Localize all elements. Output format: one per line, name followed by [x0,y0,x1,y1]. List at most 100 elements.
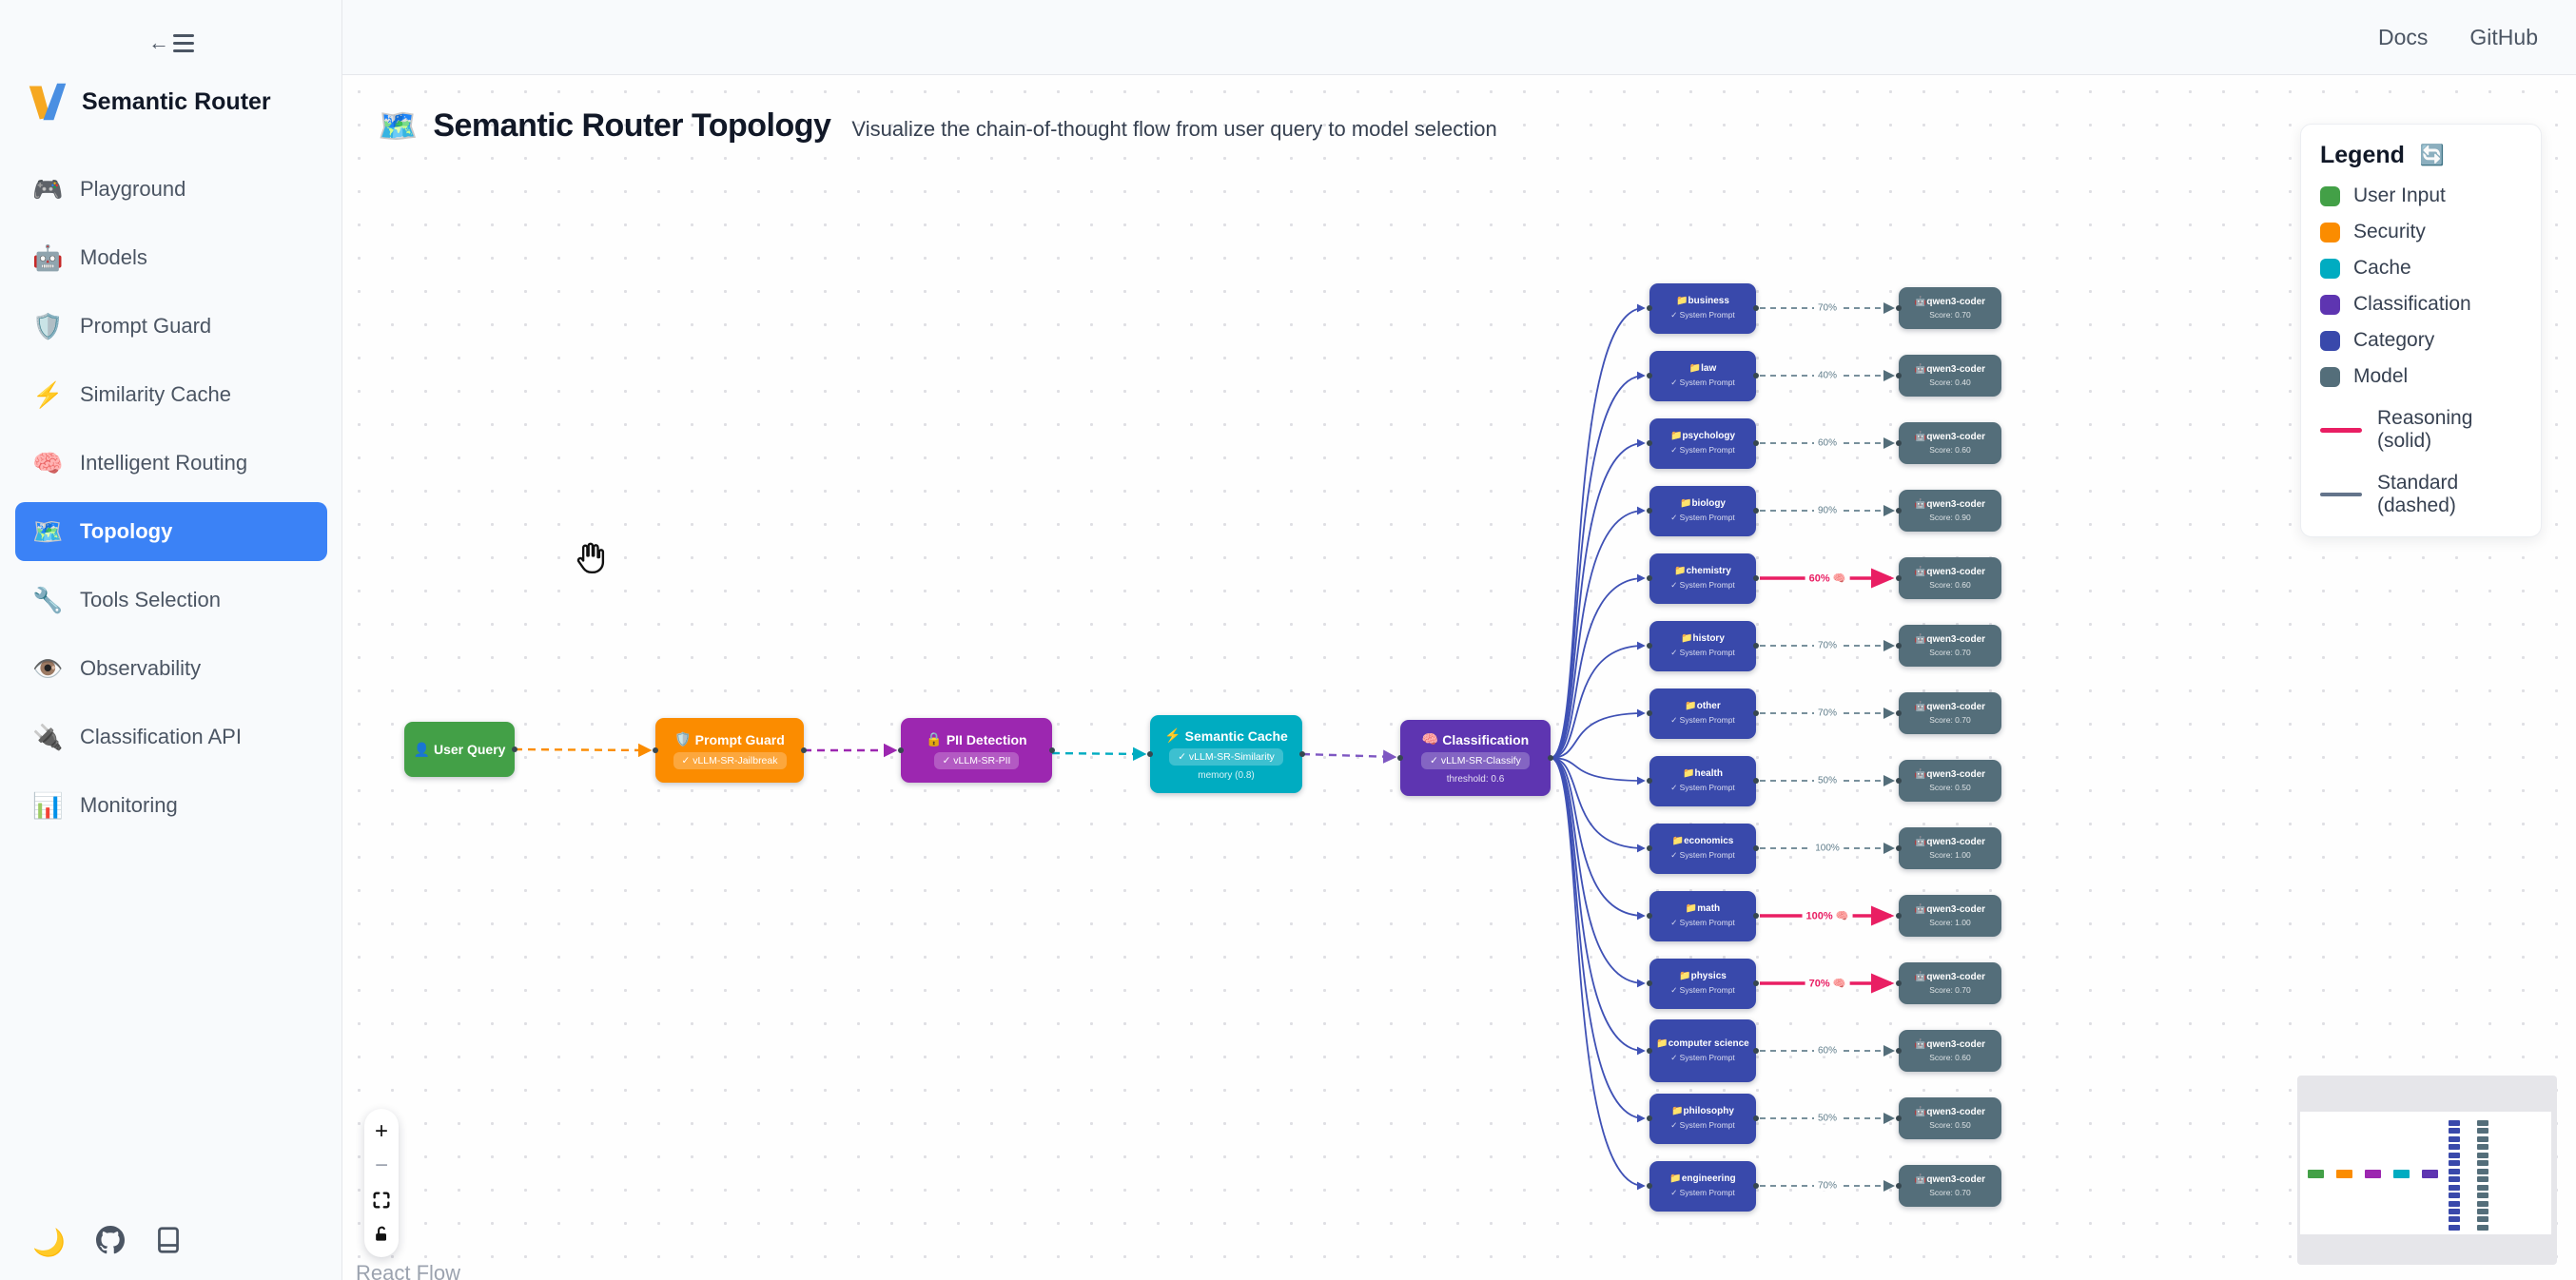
category-name: chemistry [1686,565,1731,576]
minimap-model-node [2477,1160,2488,1167]
zoom-out-button[interactable]: − [364,1149,399,1183]
node-category-engineering[interactable]: 📁engineering✓ System Prompt [1647,1160,1759,1212]
model-badge: ✓ vLLM-SR-PII [933,752,1020,769]
model-title: 🤖qwen3-coder [1915,499,1985,510]
fit-view-button[interactable] [364,1183,399,1217]
sidebar-item-monitoring[interactable]: 📊Monitoring [15,776,327,835]
system-prompt-label: ✓ System Prompt [1670,1053,1735,1063]
model-name: qwen3-coder [1926,972,1986,982]
docs-link[interactable]: Docs [2378,24,2429,49]
right-handle [1753,643,1759,649]
node-category-economics[interactable]: 📁economics✓ System Prompt [1647,823,1759,874]
legend-color-chip [2320,222,2340,242]
legend-item-user-input: User Input [2320,184,2522,207]
node-title: 👤User Query [414,742,506,758]
node-category-health[interactable]: 📁health✓ System Prompt [1647,755,1759,806]
left-handle [1896,508,1902,514]
node-category-chemistry[interactable]: 📁chemistry✓ System Prompt [1647,553,1759,604]
robot-icon: 🤖 [1914,837,1927,847]
system-prompt-label: ✓ System Prompt [1670,378,1735,388]
right-handle [1753,778,1759,784]
edge-percent-label: 100% 🧠 [1802,909,1853,922]
collapse-arrow-icon: ← [148,30,169,54]
sidebar-item-playground[interactable]: 🎮Playground [15,160,327,219]
sidebar-item-intelligent-routing[interactable]: 🧠Intelligent Routing [15,434,327,493]
sidebar-item-classification-api[interactable]: 🔌Classification API [15,708,327,766]
moon-icon: 🌙 [32,1227,66,1257]
lock-button[interactable] [364,1217,399,1251]
left-handle [1896,440,1902,446]
right-handle [1753,373,1759,378]
model-name: qwen3-coder [1926,1039,1986,1050]
zoom-in-button[interactable]: + [364,1115,399,1149]
node-category-psychology[interactable]: 📁psychology✓ System Prompt [1647,417,1759,469]
minimap-category-node [2449,1216,2460,1223]
refresh-icon[interactable]: 🔄 [2419,144,2446,166]
node-category-physics[interactable]: 📁physics✓ System Prompt [1647,958,1759,1009]
sidebar-item-tools-selection[interactable]: 🔧Tools Selection [15,571,327,630]
category-name: psychology [1682,430,1736,441]
node-pii-detection[interactable]: 🔒PII Detection ✓ vLLM-SR-PII [898,718,1055,783]
node-category-business[interactable]: 📁business✓ System Prompt [1647,282,1759,334]
node-title-text: Semantic Cache [1184,727,1288,744]
minimap-model-node [2477,1144,2488,1151]
node-category-history[interactable]: 📁history✓ System Prompt [1647,620,1759,671]
category-name: biology [1691,497,1726,509]
node-category-law[interactable]: 📁law✓ System Prompt [1647,350,1759,401]
minimap-category-node [2449,1152,2460,1158]
sidebar-item-observability[interactable]: 👁️Observability [15,639,327,698]
github-icon-button[interactable] [95,1226,125,1259]
similarity-cache-icon: ⚡ [32,379,64,409]
robot-icon: 🤖 [1914,567,1927,577]
node-category-other[interactable]: 📁other✓ System Prompt [1647,688,1759,739]
node-category-computer-science[interactable]: 📁computer science✓ System Prompt [1647,1019,1759,1082]
node-title: 🔒PII Detection [926,731,1026,747]
model-title: 🤖qwen3-coder [1915,837,1985,847]
node-user-query[interactable]: 👤User Query [404,722,517,777]
left-handle [1896,845,1902,851]
left-handle [1647,305,1652,311]
legend-item-classification: Classification [2320,293,2522,316]
sidebar-collapse-button[interactable]: ← [0,32,342,53]
sidebar-item-prompt-guard[interactable]: 🛡️Prompt Guard [15,297,327,356]
sidebar-item-models[interactable]: 🤖Models [15,228,327,287]
edge-percent-label: 60% [1813,437,1842,449]
node-category-philosophy[interactable]: 📁philosophy✓ System Prompt [1647,1093,1759,1144]
node-title-text: Prompt Guard [694,731,785,747]
node-category-biology[interactable]: 📁biology✓ System Prompt [1647,485,1759,536]
node-category-math[interactable]: 📁math✓ System Prompt [1647,890,1759,941]
folder-icon: 📁 [1674,565,1687,576]
left-handle [1647,1048,1652,1054]
model-badge: ✓ vLLM-SR-Classify [1421,752,1530,769]
flow-canvas[interactable]: 🗺️ Semantic Router Topology Visualize th… [342,75,2576,1280]
page-title: Semantic Router Topology [433,107,831,144]
sidebar-item-topology[interactable]: 🗺️Topology [15,502,327,561]
sidebar-item-similarity-cache[interactable]: ⚡Similarity Cache [15,365,327,424]
robot-icon: 🤖 [1914,972,1927,982]
minimap[interactable] [2297,1076,2557,1265]
sidebar-item-label: Intelligent Routing [80,451,248,475]
theme-toggle-button[interactable]: 🌙 [32,1227,66,1257]
github-link[interactable]: GitHub [2469,24,2538,49]
node-prompt-guard[interactable]: 🛡️Prompt Guard✓ vLLM-SR-Jailbreak [653,718,807,783]
category-name: computer science [1668,1038,1749,1049]
model-title: 🤖qwen3-coder [1915,364,1985,375]
right-handle [1753,845,1759,851]
docs-book-button[interactable] [155,1226,182,1259]
